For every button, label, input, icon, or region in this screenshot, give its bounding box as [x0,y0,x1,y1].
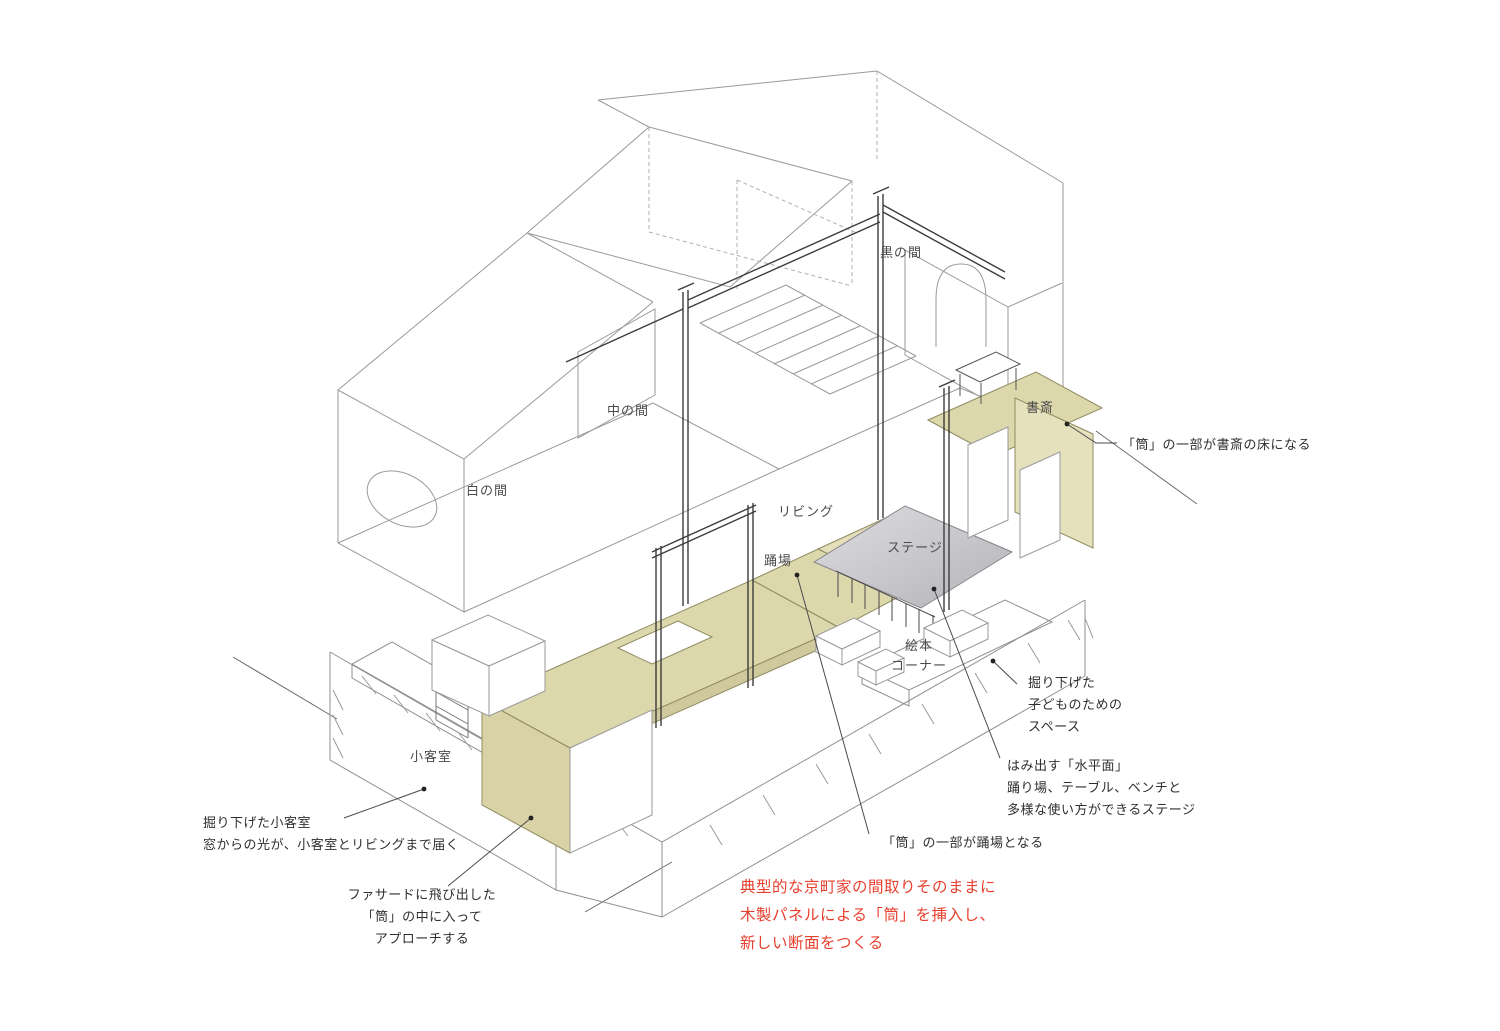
room-label-sho-kyakushitsu: 小客室 [409,748,453,764]
annotation-line: 掘り下げた [1028,675,1096,690]
furniture-blocks [814,351,1061,686]
annotation-line: 子どものための [1028,697,1123,713]
room-label-shosai: 書斎 [1025,399,1055,415]
timber-frame-columns-beams [565,186,1006,728]
annotation-tube-landing: 「筒」の一部が踊場となる [882,832,1044,854]
annotation-line: 「筒」の一部が踊場となる [882,835,1044,850]
concept-note-line: 典型的な京町家の間取りそのままに [740,879,997,896]
annotation-line: 窓からの光が、小客室とリビングまで届く [203,837,460,853]
annotation-stage-use: はみ出す「水平面」 踊り場、テーブル、ベンチと 多様な使い方ができるステージ [1007,755,1195,821]
room-label-living: リビング [777,503,835,519]
annotation-line: ファサードに飛び出した [347,887,497,902]
annotation-line: アプローチする [374,931,470,947]
annotation-line: 多様な使い方ができるステージ [1007,802,1196,818]
facade-entrance-box [430,614,547,717]
annotation-facade-tube: ファサードに飛び出した 「筒」の中に入って アプローチする [337,884,507,950]
concept-note-line: 木製パネルによる「筒」を挿入し、 [740,906,996,924]
annotation-leader-lines [343,421,1117,887]
room-label-odoriba: 踊場 [763,552,793,568]
annotation-guest-room: 掘り下げた小客室 窓からの光が、小客室とリビングまで届く [203,812,459,856]
stage-plane [812,505,1014,639]
room-label-ehon-corner: 絵本 コーナー [891,636,947,676]
annotation-line: 「筒」の一部が書斎の床になる [1122,437,1312,452]
room-label-stage: ステージ [887,539,943,555]
annotation-line: はみ出す「水平面」 [1007,758,1129,773]
room-label-shiro-no-ma: 白の間 [465,482,509,498]
concept-note: 典型的な京町家の間取りそのままに 木製パネルによる「筒」を挿入し、 新しい断面を… [740,874,996,958]
study-desk [954,351,1022,383]
floor-joist-grid [699,284,917,395]
room-label-ehon-line1: 絵本 [904,637,934,653]
room-label-kuro-no-ma: 黒の間 [879,244,923,260]
annotation-study-floor: 「筒」の一部が書斎の床になる [1122,434,1311,456]
annotation-line: スペース [1028,719,1081,735]
annotation-line: 「筒」の中に入って [361,909,483,925]
room-label-ehon-line2: コーナー [890,658,948,673]
room-label-naka-no-ma: 中の間 [606,402,650,418]
annotation-children-space: 掘り下げた 子どものための スペース [1028,672,1123,738]
annotation-line: 掘り下げた小客室 [203,815,312,830]
annotation-line: 踊り場、テーブル、ベンチと [1007,780,1182,796]
concept-note-line: 新しい断面をつくる [740,934,884,952]
